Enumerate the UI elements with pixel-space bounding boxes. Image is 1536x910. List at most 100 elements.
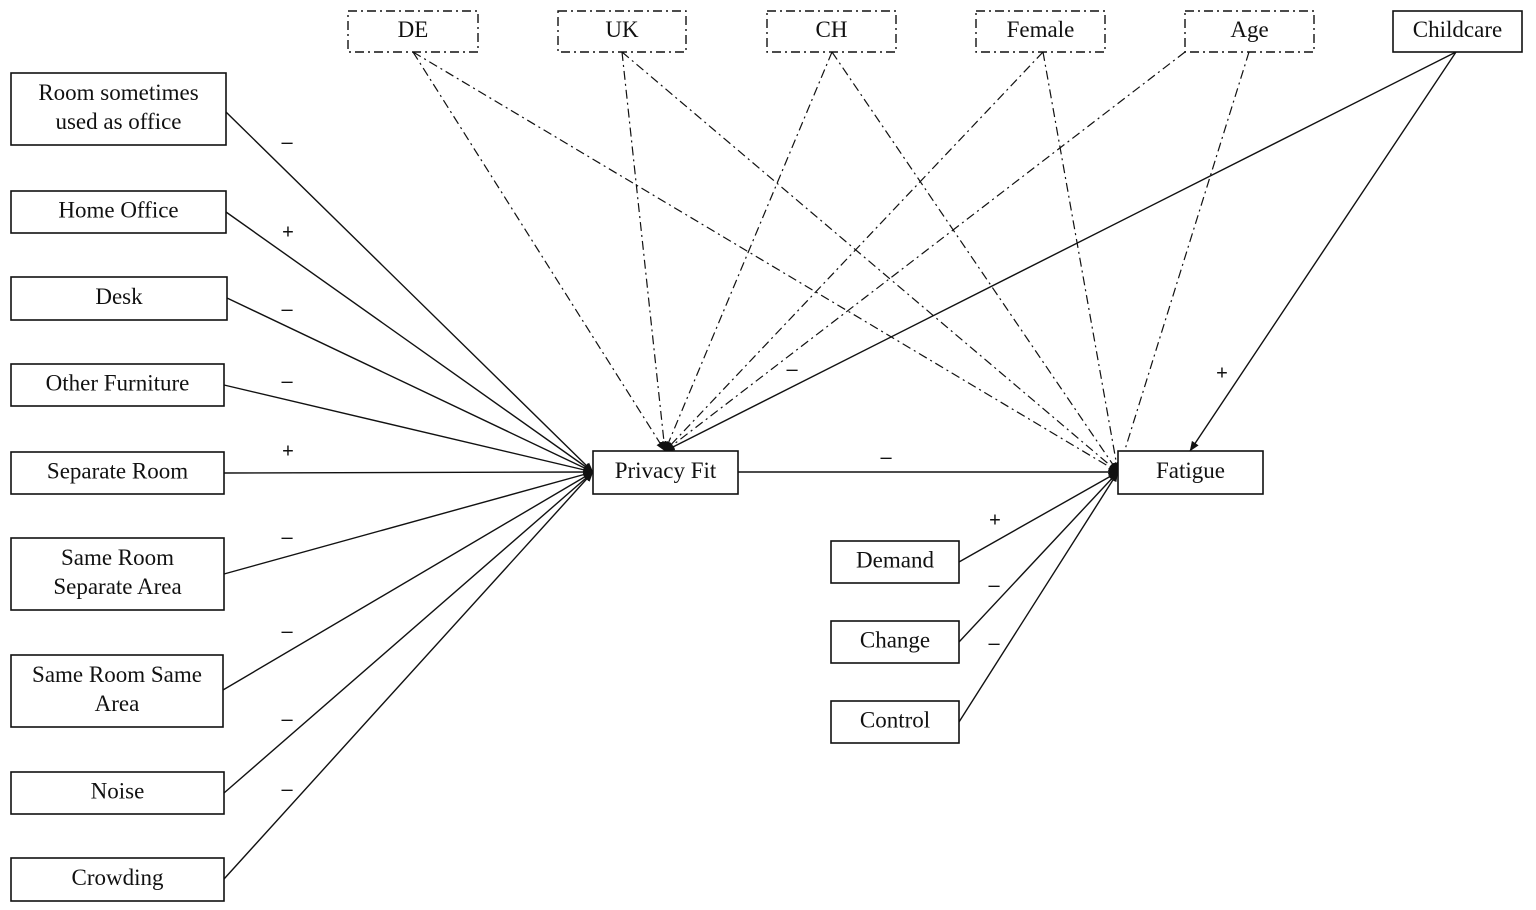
- node-label-control: Control: [860, 707, 930, 732]
- edge-female-to-fatigue: [1042, 51, 1121, 473]
- node-box-home-office: [10, 190, 227, 234]
- edge-room-sometimes-office-to-privacy-fit: [225, 111, 594, 473]
- node-label-ch: CH: [816, 17, 848, 42]
- edge-ch-to-fatigue: [831, 51, 1119, 473]
- node-uk: UK: [557, 10, 687, 53]
- node-crowding: Crowding: [10, 857, 225, 902]
- node-box-fatigue: [1117, 450, 1264, 495]
- edge-female-to-privacy-fit: [664, 51, 1044, 452]
- node-label-separate-room: Separate Room: [47, 458, 188, 483]
- edge-sign-separate-room-privacy-fit: +: [282, 440, 294, 462]
- edge-sign-same-room-separate-area-privacy-fit: –: [281, 526, 293, 548]
- node-label-female: Female: [1007, 17, 1075, 42]
- edge-sign-childcare-privacy-fit: –: [786, 358, 798, 380]
- edge-sign-privacy-fit-fatigue: –: [880, 446, 892, 468]
- edge-control-to-fatigue: [958, 471, 1119, 723]
- edge-de-to-fatigue: [412, 51, 1119, 473]
- node-label-demand: Demand: [856, 547, 934, 572]
- node-box-separate-room: [10, 451, 225, 495]
- edge-sign-other-furniture-privacy-fit: –: [281, 370, 293, 392]
- edges-layer: [222, 51, 1457, 880]
- node-age: Age: [1184, 10, 1315, 53]
- edge-demand-to-fatigue: [958, 471, 1119, 563]
- node-label-de: DE: [398, 17, 429, 42]
- edge-sign-same-room-same-area-privacy-fit: –: [281, 620, 293, 642]
- node-label-desk: Desk: [95, 284, 143, 309]
- node-label-noise: Noise: [91, 778, 145, 803]
- node-box-age: [1184, 10, 1315, 53]
- node-box-same-room-separate-area: [10, 537, 225, 611]
- node-label-fatigue: Fatigue: [1156, 458, 1225, 483]
- edge-childcare-to-privacy-fit: [664, 51, 1457, 452]
- node-box-same-room-same-area: [10, 654, 224, 728]
- node-box-de: [347, 10, 479, 53]
- edge-change-to-fatigue: [958, 471, 1119, 643]
- node-room-sometimes-office: Room sometimes used as office: [10, 72, 227, 146]
- node-label-age: Age: [1230, 17, 1268, 42]
- edge-sign-crowding-privacy-fit: –: [281, 778, 293, 800]
- node-label-other-furniture: Other Furniture: [46, 370, 190, 395]
- node-label-home-office: Home Office: [58, 197, 178, 222]
- node-label-childcare: Childcare: [1413, 17, 1502, 42]
- edge-other-furniture-to-privacy-fit: [223, 384, 594, 474]
- edge-sign-childcare-fatigue: +: [1216, 362, 1228, 384]
- edge-childcare-to-fatigue: [1189, 51, 1457, 452]
- node-box-desk: [10, 276, 228, 321]
- edge-separate-room-to-privacy-fit: [223, 468, 594, 477]
- node-box-room-sometimes-office: [10, 72, 227, 146]
- node-childcare: Childcare: [1392, 10, 1523, 53]
- node-separate-room: Separate Room: [10, 451, 225, 495]
- edge-same-room-separate-area-to-privacy-fit: [223, 470, 594, 575]
- node-box-control: [830, 700, 960, 744]
- edge-age-to-privacy-fit: [664, 51, 1186, 452]
- node-box-noise: [10, 771, 225, 815]
- edge-home-office-to-privacy-fit: [225, 211, 594, 473]
- node-change: Change: [830, 620, 960, 664]
- node-box-other-furniture: [10, 363, 225, 407]
- node-female: Female: [975, 10, 1106, 53]
- edge-sign-home-office-privacy-fit: +: [282, 221, 294, 243]
- node-box-uk: [557, 10, 687, 53]
- node-box-crowding: [10, 857, 225, 902]
- edge-noise-to-privacy-fit: [223, 471, 594, 794]
- edge-uk-to-privacy-fit: [621, 51, 668, 452]
- node-fatigue: Fatigue: [1117, 450, 1264, 495]
- node-label-change: Change: [860, 627, 930, 652]
- node-box-childcare: [1392, 10, 1523, 53]
- edge-age-to-fatigue: [1117, 51, 1250, 473]
- node-desk: Desk: [10, 276, 228, 321]
- edge-crowding-to-privacy-fit: [223, 471, 594, 880]
- edge-sign-change-fatigue: –: [988, 574, 1000, 596]
- node-home-office: Home Office: [10, 190, 227, 234]
- node-privacy-fit: Privacy Fit: [592, 450, 739, 495]
- node-label-room-sometimes-office: Room sometimes: [38, 80, 198, 105]
- edge-sign-demand-fatigue: +: [989, 509, 1001, 531]
- node-box-ch: [766, 10, 897, 53]
- edge-ch-to-privacy-fit: [664, 51, 833, 452]
- node-label-same-room-separate-area: Separate Area: [53, 574, 181, 599]
- edge-uk-to-fatigue: [621, 51, 1119, 473]
- node-label-crowding: Crowding: [72, 865, 165, 890]
- edge-same-room-same-area-to-privacy-fit: [222, 471, 594, 691]
- node-noise: Noise: [10, 771, 225, 815]
- edge-sign-desk-privacy-fit: –: [281, 298, 293, 320]
- edge-desk-to-privacy-fit: [226, 297, 594, 473]
- node-ch: CH: [766, 10, 897, 53]
- node-box-change: [830, 620, 960, 664]
- node-label-privacy-fit: Privacy Fit: [615, 458, 717, 483]
- node-de: DE: [347, 10, 479, 53]
- node-label-same-room-same-area: Area: [95, 691, 140, 716]
- edge-sign-noise-privacy-fit: –: [281, 708, 293, 730]
- edge-sign-control-fatigue: –: [988, 632, 1000, 654]
- node-label-room-sometimes-office: used as office: [55, 109, 181, 134]
- edge-de-to-privacy-fit: [412, 51, 666, 452]
- signs-layer: –+––+–––––+–––+: [281, 131, 1227, 800]
- node-box-demand: [830, 540, 960, 584]
- node-other-furniture: Other Furniture: [10, 363, 225, 407]
- node-label-same-room-same-area: Same Room Same: [32, 662, 202, 687]
- node-label-same-room-separate-area: Same Room: [61, 545, 174, 570]
